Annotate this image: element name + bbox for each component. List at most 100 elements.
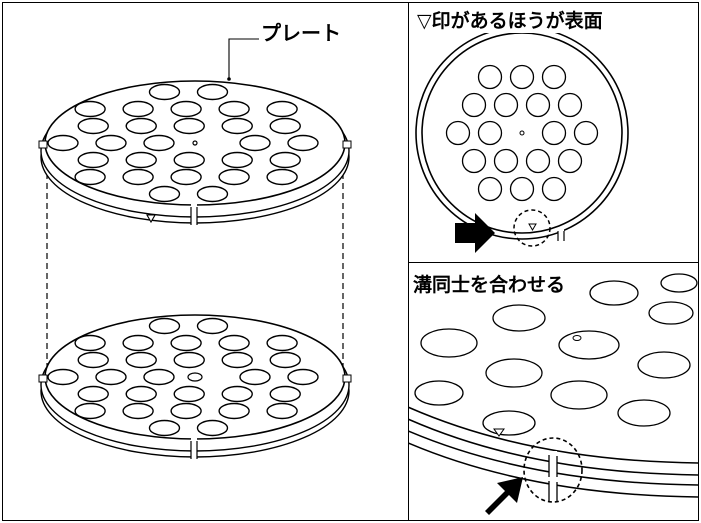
- top-plate-hole-7: [77, 117, 109, 135]
- plate-hole-12: [493, 148, 519, 174]
- bottom-plate-hole-22: [74, 402, 106, 420]
- top-plate-hole-9: [173, 117, 205, 135]
- top-plate-hole-0: [148, 83, 181, 101]
- bottom-plate-hole-25: [218, 402, 250, 420]
- top-plate-hole-28: [196, 185, 229, 203]
- top-plate-hole-20: [221, 151, 253, 169]
- pointer-arrow: [455, 213, 495, 253]
- plate-hole-9: [541, 120, 567, 146]
- top-plate-hole-1: [196, 83, 229, 101]
- top-plate-hole-10: [221, 117, 253, 135]
- top-plate-hole-17: [77, 151, 109, 169]
- bottom-plate-hole-19: [173, 385, 205, 403]
- plate-label: プレート: [261, 21, 341, 45]
- top-right-panel: ▽印があるほうが表面: [408, 2, 699, 264]
- groove-alignment-illustration: [409, 273, 698, 515]
- plate-hole-6: [557, 92, 583, 118]
- plate-hole-0: [477, 64, 503, 90]
- bottom-plate-hole-28: [196, 419, 229, 437]
- plate-hole-2: [492, 304, 546, 332]
- plate-hole-16: [509, 176, 535, 202]
- plate-leader-line: [228, 38, 259, 79]
- top-plate-hole-2: [74, 100, 106, 118]
- plate-hole-11: [461, 148, 487, 174]
- bottom-plate-notch-gap: [191, 438, 197, 460]
- bottom-plate-hole-15: [239, 368, 271, 386]
- plate-hole-0: [589, 280, 639, 306]
- plate-hole-4: [493, 92, 519, 118]
- bottom-plate-hole-27: [148, 419, 181, 437]
- top-plate-hole-3: [122, 100, 154, 118]
- bottom-plate-hole-1: [196, 317, 229, 335]
- plate-hole-8: [477, 120, 503, 146]
- bottom-plate-hole-0: [148, 317, 181, 335]
- top-plate-hole-19: [173, 151, 205, 169]
- plate-hole-17: [541, 176, 567, 202]
- top-plate-hole-12: [47, 134, 79, 152]
- bottom-plate-hole-18: [125, 385, 157, 403]
- bottom-plate-hole-4: [170, 334, 202, 352]
- top-plate-side-notch-left: [38, 140, 48, 149]
- bottom-plate-hole-12: [47, 368, 79, 386]
- front-face-mark: [528, 223, 537, 231]
- left-panel: プレート: [2, 2, 410, 521]
- top-plate-hole-23: [122, 168, 154, 186]
- plate-hole-3: [461, 92, 487, 118]
- top-plate-hole-8: [125, 117, 157, 135]
- plate-hole-10: [482, 410, 536, 436]
- bottom-plate-center-hole: [187, 372, 203, 382]
- top-plate-hole-24: [170, 168, 202, 186]
- lower-plate-edge: [409, 430, 698, 486]
- bottom-plate-hole-21: [269, 385, 301, 403]
- bottom-plate-hole-11: [269, 351, 301, 369]
- plate-hole-13: [525, 148, 551, 174]
- top-plate-hole-18: [125, 151, 157, 169]
- plate-hole-5: [525, 92, 551, 118]
- plate-hole-5: [420, 328, 478, 358]
- top-plate-hole-21: [269, 151, 301, 169]
- bottom-plate-hole-2: [74, 334, 106, 352]
- bottom-plate-hole-5: [218, 334, 250, 352]
- plate-hole-3: [558, 330, 620, 360]
- bottom-plate-hole-14: [143, 368, 175, 386]
- bottom-plate-hole-3: [122, 334, 154, 352]
- top-plate-hole-5: [218, 100, 250, 118]
- lower-plate-rim: [409, 442, 698, 498]
- bottom-plate-hole-8: [125, 351, 157, 369]
- plate-hole-4: [637, 351, 691, 379]
- stacked-plates-illustration: [38, 38, 352, 460]
- pointer-arrow: [485, 477, 523, 515]
- plate-notch-gap: [558, 229, 564, 243]
- top-plate-hole-27: [148, 185, 181, 203]
- groove-gap: [549, 451, 557, 503]
- plate-leader-dot: [227, 77, 231, 81]
- bottom-plate-side-notch-left: [38, 374, 48, 383]
- plate-hole-14: [557, 148, 583, 174]
- plate-center-hole: [572, 335, 582, 341]
- bottom-plate-hole-20: [221, 385, 253, 403]
- plate-hole-6: [485, 358, 543, 388]
- top-plate-hole-22: [74, 168, 106, 186]
- plate-hole-15: [477, 176, 503, 202]
- top-plate-center-hole: [192, 140, 198, 146]
- top-plate-hole-6: [266, 100, 298, 118]
- front-face-note: ▽印があるほうが表面: [417, 9, 603, 33]
- upper-plate-edge: [409, 406, 698, 464]
- front-face-mark: [493, 428, 505, 437]
- front-face-plate-illustration: [415, 26, 629, 253]
- bottom-right-panel: 溝同士を合わせる: [408, 262, 699, 521]
- top-plate-hole-15: [239, 134, 271, 152]
- plate-center-hole: [519, 130, 525, 136]
- plate-hole-10: [573, 120, 599, 146]
- bottom-plate-hole-23: [122, 402, 154, 420]
- bottom-plate-hole-26: [266, 402, 298, 420]
- top-plate-notch-gap: [191, 204, 197, 226]
- plate-hole-7: [445, 120, 471, 146]
- plate-hole-1: [509, 64, 535, 90]
- top-plate-hole-26: [266, 168, 298, 186]
- upper-plate-rim: [409, 418, 698, 476]
- bottom-plate-hole-7: [77, 351, 109, 369]
- bottom-plate-side-notch-right: [342, 374, 352, 383]
- mark-highlight-circle: [513, 209, 551, 247]
